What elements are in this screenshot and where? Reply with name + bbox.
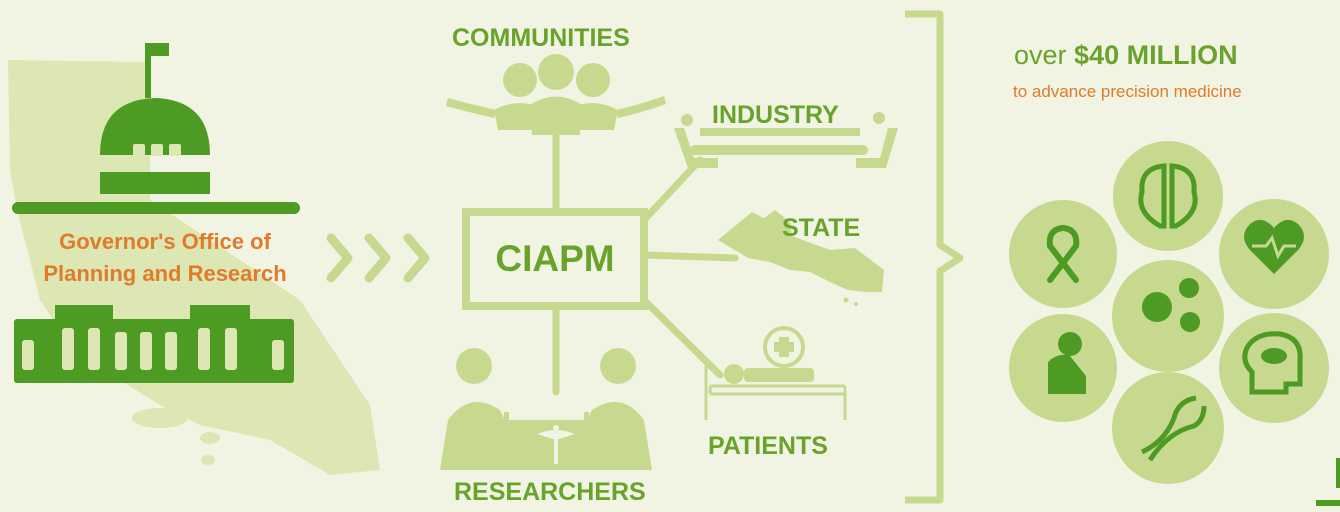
ciapm-box [462, 208, 648, 310]
patients-label: PATIENTS [708, 432, 828, 460]
virus-icon [1142, 278, 1200, 332]
dna-icon [1140, 395, 1207, 462]
island-shape [201, 455, 215, 465]
hospital-patient-icon [704, 326, 847, 420]
california-state-icon [718, 210, 884, 292]
state-label: STATE [782, 214, 861, 242]
researchers-lab-icon [440, 348, 652, 470]
industry-label: INDUSTRY [712, 101, 839, 129]
cancer-ribbon-icon [1046, 225, 1080, 283]
funding-headline: over $40 MILLION [1014, 40, 1238, 71]
researchers-label: RESEARCHERS [454, 478, 646, 506]
island-shape [854, 302, 858, 306]
industry-meeting-icon [674, 112, 898, 168]
island-shape [200, 432, 220, 444]
capitol-windows [22, 144, 284, 370]
connectors [552, 126, 739, 396]
community-group-icon [446, 54, 666, 135]
bracket-icon [905, 10, 964, 504]
caduceus-icon [537, 425, 575, 464]
mental-health-icon [1242, 331, 1303, 395]
island-shape [132, 408, 188, 428]
island-shape [843, 297, 849, 303]
ciapm-label: CIAPM [495, 238, 615, 279]
capitol-dome-icon [12, 43, 300, 383]
corner-mark [1316, 458, 1340, 506]
governor-office-title: Governor's Office of Planning and Resear… [10, 226, 320, 290]
chevron-right-icon [326, 233, 430, 283]
communities-label: COMMUNITIES [452, 24, 630, 52]
funding-amount: $40 MILLION [1074, 40, 1238, 70]
depression-icon [1048, 332, 1086, 394]
funding-subtitle: to advance precision medicine [1013, 82, 1242, 101]
governor-line-2: Planning and Research [43, 261, 287, 286]
governor-line-1: Governor's Office of [59, 229, 271, 254]
heart-pulse-icon [1244, 219, 1304, 274]
brain-icon [1138, 163, 1198, 229]
funding-prefix: over [1014, 40, 1067, 70]
